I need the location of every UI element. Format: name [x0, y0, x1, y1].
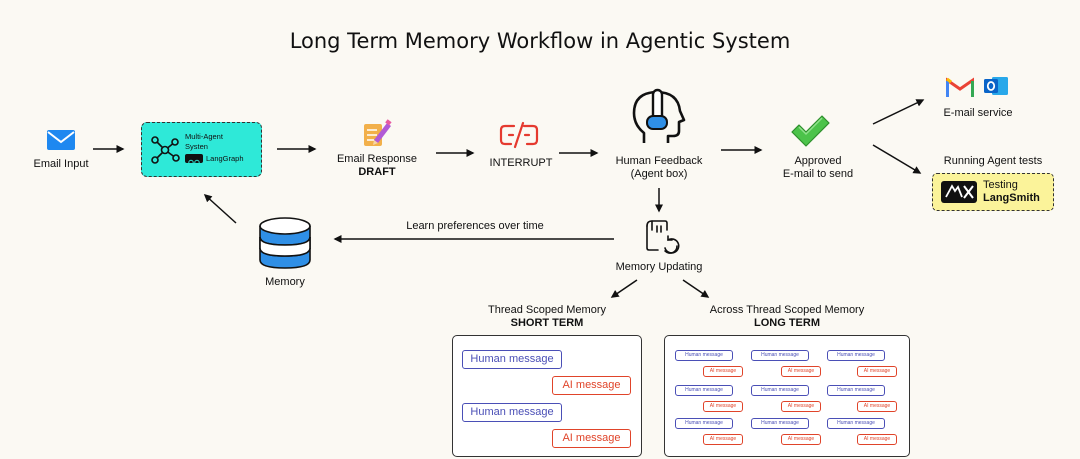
testing-box[interactable]: Testing LangSmith [932, 173, 1054, 211]
page-title: Long Term Memory Workflow in Agentic Sys… [289, 29, 791, 53]
interrupt-label: INTERRUPT [489, 157, 553, 169]
envelope-icon [47, 130, 75, 150]
human-message-chip: Human message [827, 418, 885, 429]
long-term-panel: Human message Human message Human messag… [664, 335, 910, 457]
email-response-label: Email Response [336, 153, 418, 165]
arrow-memory-to-agent [203, 193, 237, 224]
langsmith-icon [941, 181, 977, 203]
ai-message-chip: AI message [857, 366, 897, 377]
agent-box-sub-label: (Agent box) [630, 168, 688, 180]
agent-box-line1: Multi-Agent [185, 132, 223, 141]
human-message-chip: Human message [675, 385, 733, 396]
approved-label: Approved [794, 155, 842, 167]
memory-label: Memory [265, 276, 305, 288]
headset-person-icon [632, 88, 686, 143]
testing-label: Testing [983, 179, 1018, 191]
memory-update-icon [646, 220, 680, 254]
long-term-title: Across Thread Scoped Memory [709, 304, 865, 316]
agent-box-line2: Systen [185, 142, 208, 151]
outlook-icon [984, 77, 1008, 95]
human-message-chip: Human message [751, 418, 809, 429]
human-message-chip: Human message [827, 385, 885, 396]
gmail-icon [946, 77, 974, 97]
human-message-chip: Human message [827, 350, 885, 361]
running-tests-label: Running Agent tests [943, 155, 1043, 167]
checkmark-icon [791, 115, 830, 147]
short-term-title: Thread Scoped Memory [488, 304, 606, 316]
email-input-label: Email Input [33, 158, 89, 170]
ai-message-chip: AI message [781, 366, 821, 377]
short-term-panel: Human message AI message Human message A… [452, 335, 642, 457]
arrow-approved-to-tests [872, 144, 922, 174]
ai-message-chip: AI message [703, 434, 743, 445]
human-message-chip: Human message [462, 403, 562, 422]
langsmith-label: LangSmith [983, 192, 1040, 204]
human-message-chip: Human message [675, 350, 733, 361]
human-feedback-label: Human Feedback [615, 155, 703, 167]
arrow-updating-to-short [610, 279, 638, 298]
database-icon [259, 217, 311, 269]
human-message-chip: Human message [751, 350, 809, 361]
ai-message-chip: AI message [781, 401, 821, 412]
ai-message-chip: AI message [552, 376, 631, 395]
langgraph-label: LangGraph [206, 154, 244, 163]
memory-updating-label: Memory Updating [615, 261, 703, 273]
human-message-chip: Human message [751, 385, 809, 396]
pencil-note-icon [364, 119, 392, 146]
email-service-label: E-mail service [943, 107, 1013, 119]
ai-message-chip: AI message [703, 366, 743, 377]
ai-message-chip: AI message [552, 429, 631, 448]
learn-preferences-label: Learn preferences over time [406, 220, 544, 232]
ai-message-chip: AI message [857, 434, 897, 445]
ai-message-chip: AI message [781, 434, 821, 445]
ai-message-chip: AI message [857, 401, 897, 412]
ai-message-chip: AI message [703, 401, 743, 412]
human-message-chip: Human message [462, 350, 562, 369]
email-to-send-label: E-mail to send [782, 168, 854, 180]
long-term-subtitle: LONG TERM [754, 317, 820, 329]
human-message-chip: Human message [675, 418, 733, 429]
arrow-updating-to-long [682, 279, 710, 298]
arrow-approved-to-email [872, 99, 925, 125]
network-icon [151, 136, 180, 164]
langgraph-logo [185, 154, 203, 166]
broken-link-icon [499, 121, 539, 149]
multi-agent-box[interactable]: Multi-Agent Systen LangGraph [141, 122, 262, 177]
draft-label: DRAFT [358, 166, 396, 178]
short-term-subtitle: SHORT TERM [510, 317, 584, 329]
